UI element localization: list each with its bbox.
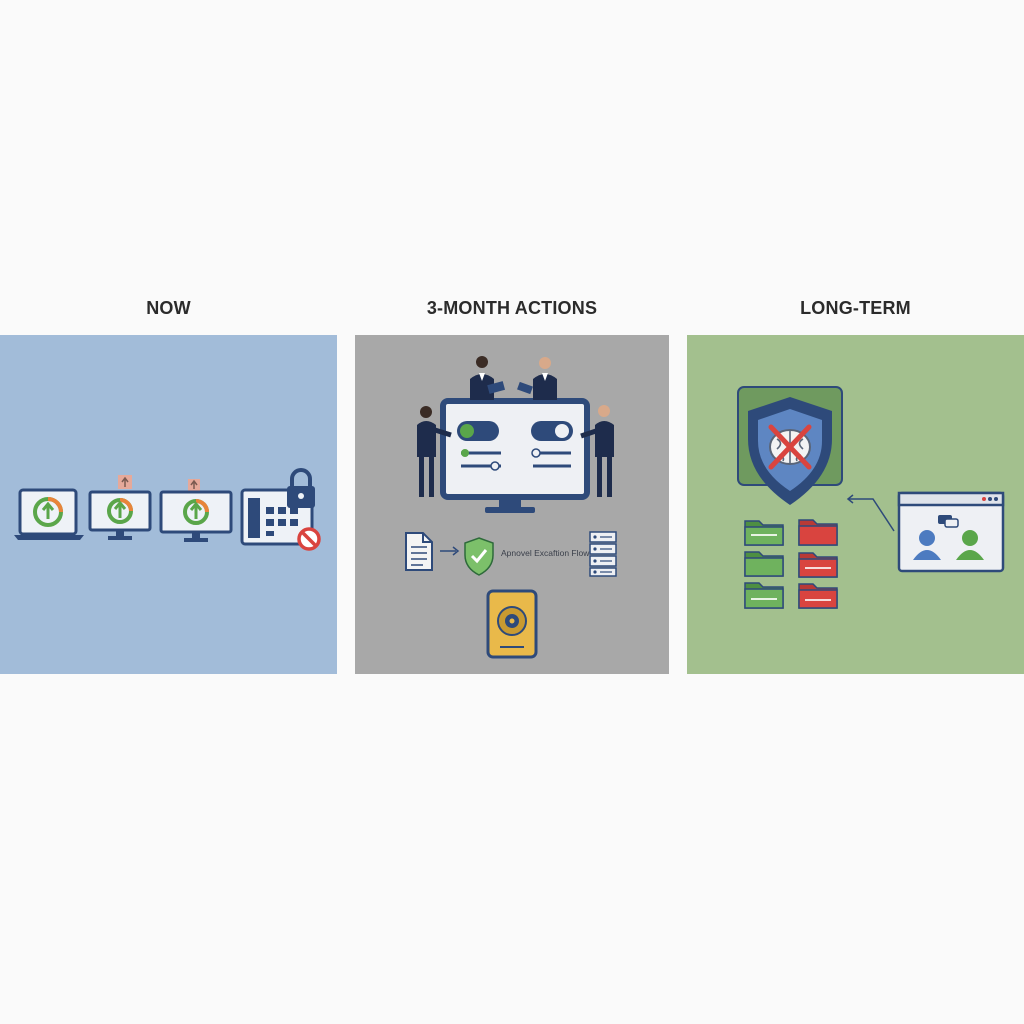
folder-icon (798, 552, 838, 578)
cross-out-icon (768, 424, 812, 470)
user-icon (956, 530, 984, 560)
laptop-update-icon (14, 488, 84, 540)
column-title-long-term: LONG-TERM (800, 298, 911, 318)
arrow-left-icon (846, 494, 895, 532)
chat-bubble-icon (938, 515, 959, 528)
document-icon (405, 532, 433, 571)
locked-server-icon (240, 488, 314, 546)
folder-icon (798, 519, 838, 546)
toggle-switch-icon (531, 421, 573, 441)
settings-monitor-icon (440, 398, 590, 513)
folder-icon (798, 583, 838, 609)
monitor-update-icon (159, 479, 233, 542)
long-term-panel (687, 335, 1024, 674)
monitor-update-icon (88, 475, 152, 540)
person-icon (470, 356, 506, 400)
column-title-3-month-actions: 3-MONTH ACTIONS (426, 298, 598, 318)
padlock-icon (287, 468, 315, 508)
prohibited-icon (297, 527, 321, 551)
now-panel (0, 335, 337, 674)
approval-flow-label: Apnovel Excaftion Flow (501, 548, 590, 558)
person-icon (417, 406, 452, 497)
arrow-right-icon (440, 546, 460, 556)
shield-check-icon (464, 537, 494, 576)
person-icon (580, 405, 614, 497)
person-icon (517, 357, 557, 400)
folder-icon (744, 582, 784, 609)
slider-icon (531, 448, 571, 468)
toggle-switch-icon (457, 421, 499, 441)
folder-icon (744, 551, 784, 577)
hard-drive-icon (486, 589, 538, 659)
column-title-now: NOW (146, 298, 191, 318)
folder-icon (744, 520, 784, 546)
slider-icon (461, 449, 501, 471)
server-rack-icon (589, 531, 617, 577)
user-icon (913, 530, 941, 560)
three-month-actions-panel: Apnovel Excaftion Flow (355, 335, 669, 674)
